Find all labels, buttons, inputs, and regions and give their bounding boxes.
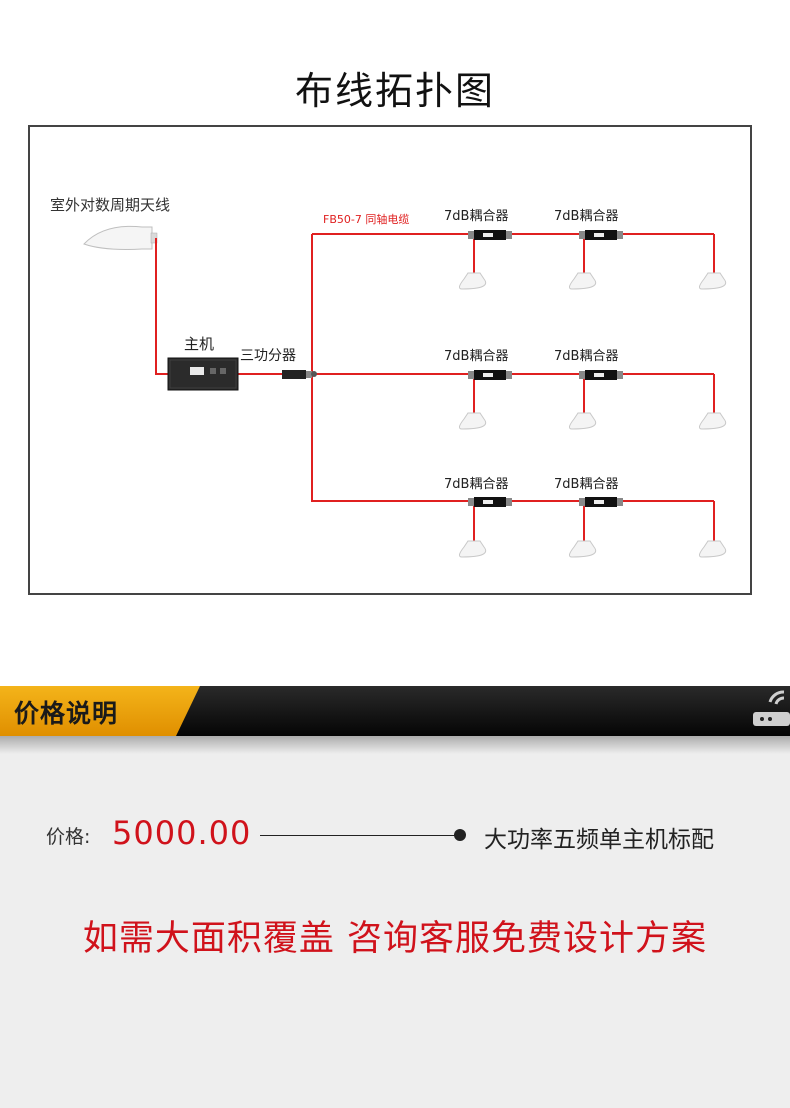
ceiling-antenna-icon — [568, 272, 597, 290]
antenna-icon — [83, 225, 158, 250]
ceiling-antenna-icon — [698, 540, 727, 558]
coupler-label: 7dB耦合器 — [444, 209, 508, 224]
coupler-icon — [468, 497, 512, 507]
banner-title: 价格说明 — [14, 699, 119, 728]
coupler-label: 7dB耦合器 — [444, 349, 508, 364]
router-icon — [753, 690, 790, 726]
banner-tag — [0, 686, 200, 736]
price-description: 大功率五频单主机标配 — [484, 827, 714, 853]
coupler-icon — [468, 370, 512, 380]
host-label: 主机 — [184, 335, 214, 353]
ceiling-antenna-icon — [458, 540, 487, 558]
price-section: 价格说明 价格: 5000.00 大功率五频单主机标配 如需大面积覆盖 咨询客服… — [0, 686, 790, 1108]
coupler-icon — [579, 230, 623, 240]
banner-shadow — [0, 736, 790, 754]
topology-diagram: 室外对数周期天线 主机 — [28, 125, 752, 595]
coupler-label: 7dB耦合器 — [554, 477, 618, 492]
antenna-label: 室外对数周期天线 — [50, 196, 170, 214]
ceiling-antenna-icon — [698, 412, 727, 430]
coupler-icon — [579, 370, 623, 380]
ceiling-antenna-icon — [568, 540, 597, 558]
ceiling-antenna-icon — [458, 272, 487, 290]
ceiling-antenna-icon — [698, 272, 727, 290]
coupler-icon — [468, 230, 512, 240]
price-connector-dot — [454, 829, 466, 841]
host-unit-icon — [167, 357, 239, 391]
coupler-label: 7dB耦合器 — [444, 477, 508, 492]
splitter-label: 三功分器 — [240, 348, 296, 364]
ceiling-antenna-icon — [458, 412, 487, 430]
coupler-icon — [579, 497, 623, 507]
section-banner: 价格说明 — [0, 686, 790, 736]
page-title: 布线拓扑图 — [294, 69, 495, 113]
consult-slogan: 如需大面积覆盖 咨询客服免费设计方案 — [82, 919, 708, 959]
cable-line — [155, 233, 715, 541]
splitter-icon — [282, 370, 317, 379]
coupler-label: 7dB耦合器 — [554, 209, 618, 224]
price-label: 价格: — [46, 826, 91, 848]
price-row: 价格: 5000.00 大功率五频单主机标配 — [46, 814, 766, 854]
coupler-label: 7dB耦合器 — [554, 349, 618, 364]
cable-label: FB50-7 同轴电缆 — [323, 212, 409, 226]
ceiling-antenna-icon — [568, 412, 597, 430]
price-connector-line — [260, 835, 456, 836]
price-value: 5000.00 — [112, 814, 252, 852]
